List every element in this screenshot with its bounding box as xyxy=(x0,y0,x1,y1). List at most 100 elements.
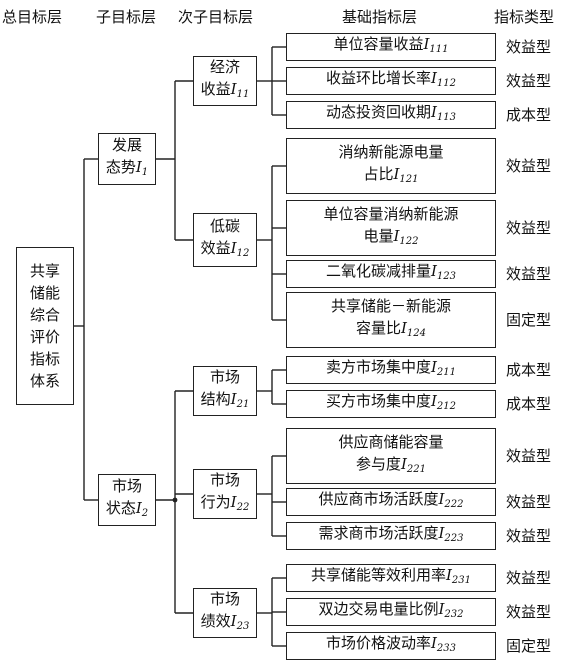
indicator-label-line1: 共享储能－新能源 xyxy=(330,297,451,315)
indicator-231-box: 共享储能等效利用率I231 xyxy=(286,564,496,592)
indicator-symbol: I223 xyxy=(438,524,464,544)
mid-goal-12-label-line2: 效益I12 xyxy=(200,239,250,259)
indicator-type-label: 效益型 xyxy=(506,527,552,545)
mid-goal-22-symbol: I22 xyxy=(230,493,250,513)
root-goal-box: 共享储能综合评价指标体系 xyxy=(16,247,74,405)
sub-goal-1-label-line1: 发展 xyxy=(111,136,142,154)
indicator-symbol: I231 xyxy=(445,566,472,586)
indicator-222-box: 供应商市场活跃度I222 xyxy=(286,488,496,516)
indicator-232-box: 双边交易电量比例I232 xyxy=(286,598,496,626)
mid-goal-11-symbol: I11 xyxy=(230,80,250,100)
indicator-label: 收益环比增长率I112 xyxy=(325,69,457,89)
header-total-goal: 总目标层 xyxy=(2,8,63,26)
mid-goal-21-symbol: I21 xyxy=(230,390,250,410)
sub-goal-2-symbol: I2 xyxy=(135,499,149,519)
indicator-symbol: I122 xyxy=(393,227,419,247)
indicator-112-box: 收益环比增长率I112 xyxy=(286,67,496,95)
root-goal-text-line: 指标 xyxy=(29,350,60,368)
indicator-111-box: 单位容量收益I111 xyxy=(286,33,496,61)
indicator-211-box: 卖方市场集中度I211 xyxy=(286,356,496,384)
mid-goal-23-label-line2: 绩效I23 xyxy=(200,612,250,632)
root-goal-text-line: 综合 xyxy=(29,306,60,324)
sub-goal-2-label-line1: 市场 xyxy=(111,477,142,495)
indicator-label: 买方市场集中度I212 xyxy=(325,392,457,412)
indicator-type-label: 成本型 xyxy=(506,106,552,124)
mid-goal-11-label-line1: 经济 xyxy=(209,58,240,76)
indicator-type-label: 效益型 xyxy=(506,72,552,90)
sub-goal-1-symbol: I1 xyxy=(135,158,149,178)
indicator-symbol: I113 xyxy=(430,103,457,123)
indicator-label-line2: 电量I122 xyxy=(363,227,419,247)
indicator-type-label: 效益型 xyxy=(506,265,552,283)
mid-goal-12-symbol: I12 xyxy=(230,239,250,259)
indicator-121-box: 消纳新能源电量占比I121 xyxy=(286,138,496,194)
mid-goal-22-label-line2: 行为I22 xyxy=(200,493,250,513)
indicator-type-label: 效益型 xyxy=(506,493,552,511)
indicator-124-box: 共享储能－新能源容量比I124 xyxy=(286,292,496,348)
mid-goal-22-label-line1: 市场 xyxy=(209,471,240,489)
indicator-label-line1: 消纳新能源电量 xyxy=(338,143,444,161)
indicator-symbol: I212 xyxy=(430,392,457,412)
mid-goal-11-label-line2: 收益I11 xyxy=(200,80,250,100)
mid-goal-23-box: 市场绩效I23 xyxy=(193,588,257,638)
indicator-label-line2: 占比I121 xyxy=(363,165,419,185)
header-sub-sub-goal: 次子目标层 xyxy=(178,8,254,26)
indicator-type-label: 效益型 xyxy=(506,38,552,56)
root-goal-text-line: 评价 xyxy=(29,328,60,346)
indicator-label-line1: 供应商储能容量 xyxy=(338,433,444,451)
indicator-symbol: I111 xyxy=(423,35,449,55)
root-goal-text-line: 共享 xyxy=(29,262,60,280)
header-indicator-type: 指标类型 xyxy=(494,8,555,26)
indicator-label-line2: 容量比I124 xyxy=(355,319,427,339)
mid-goal-22-box: 市场行为I22 xyxy=(193,469,257,519)
indicator-symbol: I233 xyxy=(430,634,457,654)
mid-goal-12-label-line1: 低碳 xyxy=(209,217,240,235)
mid-goal-11-box: 经济收益I11 xyxy=(193,56,257,106)
indicator-type-label: 固定型 xyxy=(506,637,552,655)
indicator-symbol: I124 xyxy=(400,319,427,339)
indicator-type-label: 效益型 xyxy=(506,447,552,465)
indicator-symbol: I123 xyxy=(430,262,457,282)
indicator-122-box: 单位容量消纳新能源电量I122 xyxy=(286,200,496,256)
indicator-type-label: 效益型 xyxy=(506,603,552,621)
mid-goal-23-symbol: I23 xyxy=(230,612,250,632)
mid-goal-12-box: 低碳效益I12 xyxy=(193,213,257,267)
indicator-label: 供应商市场活跃度I222 xyxy=(318,490,464,510)
sub-goal-1-label-line2: 态势I1 xyxy=(105,158,149,178)
header-sub-goal: 子目标层 xyxy=(96,8,157,26)
indicator-221-box: 供应商储能容量参与度I221 xyxy=(286,428,496,484)
indicator-212-box: 买方市场集中度I212 xyxy=(286,390,496,418)
indicator-type-label: 成本型 xyxy=(506,361,552,379)
indicator-type-label: 效益型 xyxy=(506,157,552,175)
sub-goal-2-label-line2: 状态I2 xyxy=(105,499,149,519)
indicator-label: 卖方市场集中度I211 xyxy=(325,358,457,378)
indicator-label: 动态投资回收期I113 xyxy=(325,103,457,123)
mid-goal-21-box: 市场结构I21 xyxy=(193,366,257,416)
indicator-label: 共享储能等效利用率I231 xyxy=(310,566,472,586)
indicator-type-label: 成本型 xyxy=(506,395,552,413)
root-goal-text-line: 储能 xyxy=(29,284,60,302)
indicator-label: 单位容量收益I111 xyxy=(333,35,449,55)
junction-dot xyxy=(172,497,178,503)
indicator-type-label: 效益型 xyxy=(506,569,552,587)
mid-goal-21-label-line2: 结构I21 xyxy=(200,390,250,410)
indicator-123-box: 二氧化碳减排量I123 xyxy=(286,260,496,288)
indicator-label-line2: 参与度I221 xyxy=(355,455,427,475)
indicator-symbol: I232 xyxy=(438,600,464,620)
indicator-symbol: I112 xyxy=(430,69,457,89)
indicator-label: 二氧化碳减排量I123 xyxy=(325,262,457,282)
indicator-symbol: I211 xyxy=(430,358,457,378)
indicator-label: 需求商市场活跃度I223 xyxy=(318,524,464,544)
sub-goal-1-box: 发展态势I1 xyxy=(98,133,156,185)
sub-goal-2-box: 市场状态I2 xyxy=(98,474,156,526)
indicator-symbol: I221 xyxy=(400,455,427,475)
indicator-113-box: 动态投资回收期I113 xyxy=(286,101,496,129)
indicator-233-box: 市场价格波动率I233 xyxy=(286,632,496,660)
mid-goal-23-label-line1: 市场 xyxy=(209,590,240,608)
indicator-label-line1: 单位容量消纳新能源 xyxy=(323,205,459,223)
indicator-label: 双边交易电量比例I232 xyxy=(318,600,464,620)
header-base-indicator: 基础指标层 xyxy=(342,8,418,26)
indicator-symbol: I222 xyxy=(438,490,464,510)
